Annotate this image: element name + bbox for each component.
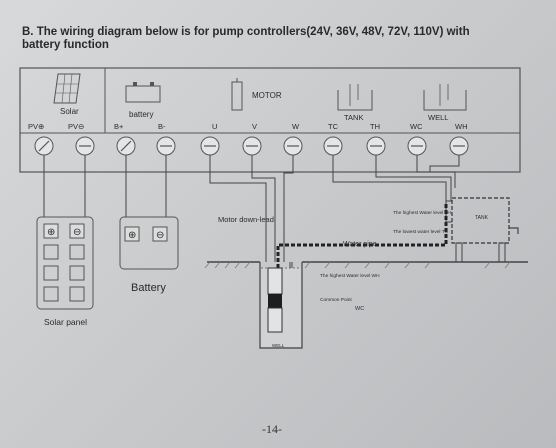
solar-label: Solar [60,107,79,116]
svg-text:⊕: ⊕ [128,230,136,241]
terminal-label-wc: WC [410,122,423,131]
heading-line-1: B. The wiring diagram below is for pump … [22,26,470,38]
tank-lowest-level-label: The lowest water level TC [393,229,449,235]
svg-text:⊖: ⊖ [73,227,81,238]
well-label: WELL [428,113,448,122]
terminal-label-tc: TC [328,122,339,131]
motor-down-lead-label: Motor down-lead [218,215,274,224]
pump [267,267,283,333]
terminal-label-b-plus: B+ [114,122,124,131]
wc-label: WC [355,306,364,312]
battery-device: ⊕ ⊖ [119,216,179,270]
tank-small-label: TANK [475,215,489,221]
terminal-label-th: TH [370,122,380,131]
terminal-label-wh: WH [455,122,468,131]
terminal-label-b-minus: B- [158,122,166,131]
terminal-label-w: W [292,122,300,131]
page-number: -14- [262,422,282,436]
ground [204,261,528,269]
section-heading: B. The wiring diagram below is for pump … [22,26,522,52]
tank-highest-level-label: The highest Water level TH [393,210,451,216]
svg-text:⊖: ⊖ [156,230,164,241]
motor-label: MOTOR [252,91,282,100]
tank-label: TANK [344,113,363,122]
terminal-label-pv-minus: PV⊖ [68,122,84,131]
motor-icon [231,78,243,111]
water-pipe-label: Water pipe [343,241,377,248]
well-small-label: WELL [272,343,285,348]
terminal-label-u: U [212,122,217,131]
solar-panel-label: Solar panel [44,317,87,327]
terminal-label-pv-plus: PV⊕ [28,122,44,131]
well-icon [423,84,467,111]
battery-label: battery [129,110,153,119]
svg-text:⊕: ⊕ [47,227,55,238]
wires [43,155,460,300]
common-point-label: Common Point [320,297,352,303]
well-highest-level-label: The highest Water level WH [320,273,380,279]
tank [446,197,519,263]
tank-icon [337,84,373,111]
faucet-icon [509,227,519,234]
solar-icon [53,73,81,104]
battery-device-label: Battery [131,282,166,294]
heading-line-2: battery function [22,39,109,51]
water-pipe [276,203,448,268]
solar-panel-device: ⊕ ⊖ [36,216,94,310]
controller-box [19,67,521,173]
terminal-label-v: V [252,122,257,131]
battery-icon [125,82,161,103]
